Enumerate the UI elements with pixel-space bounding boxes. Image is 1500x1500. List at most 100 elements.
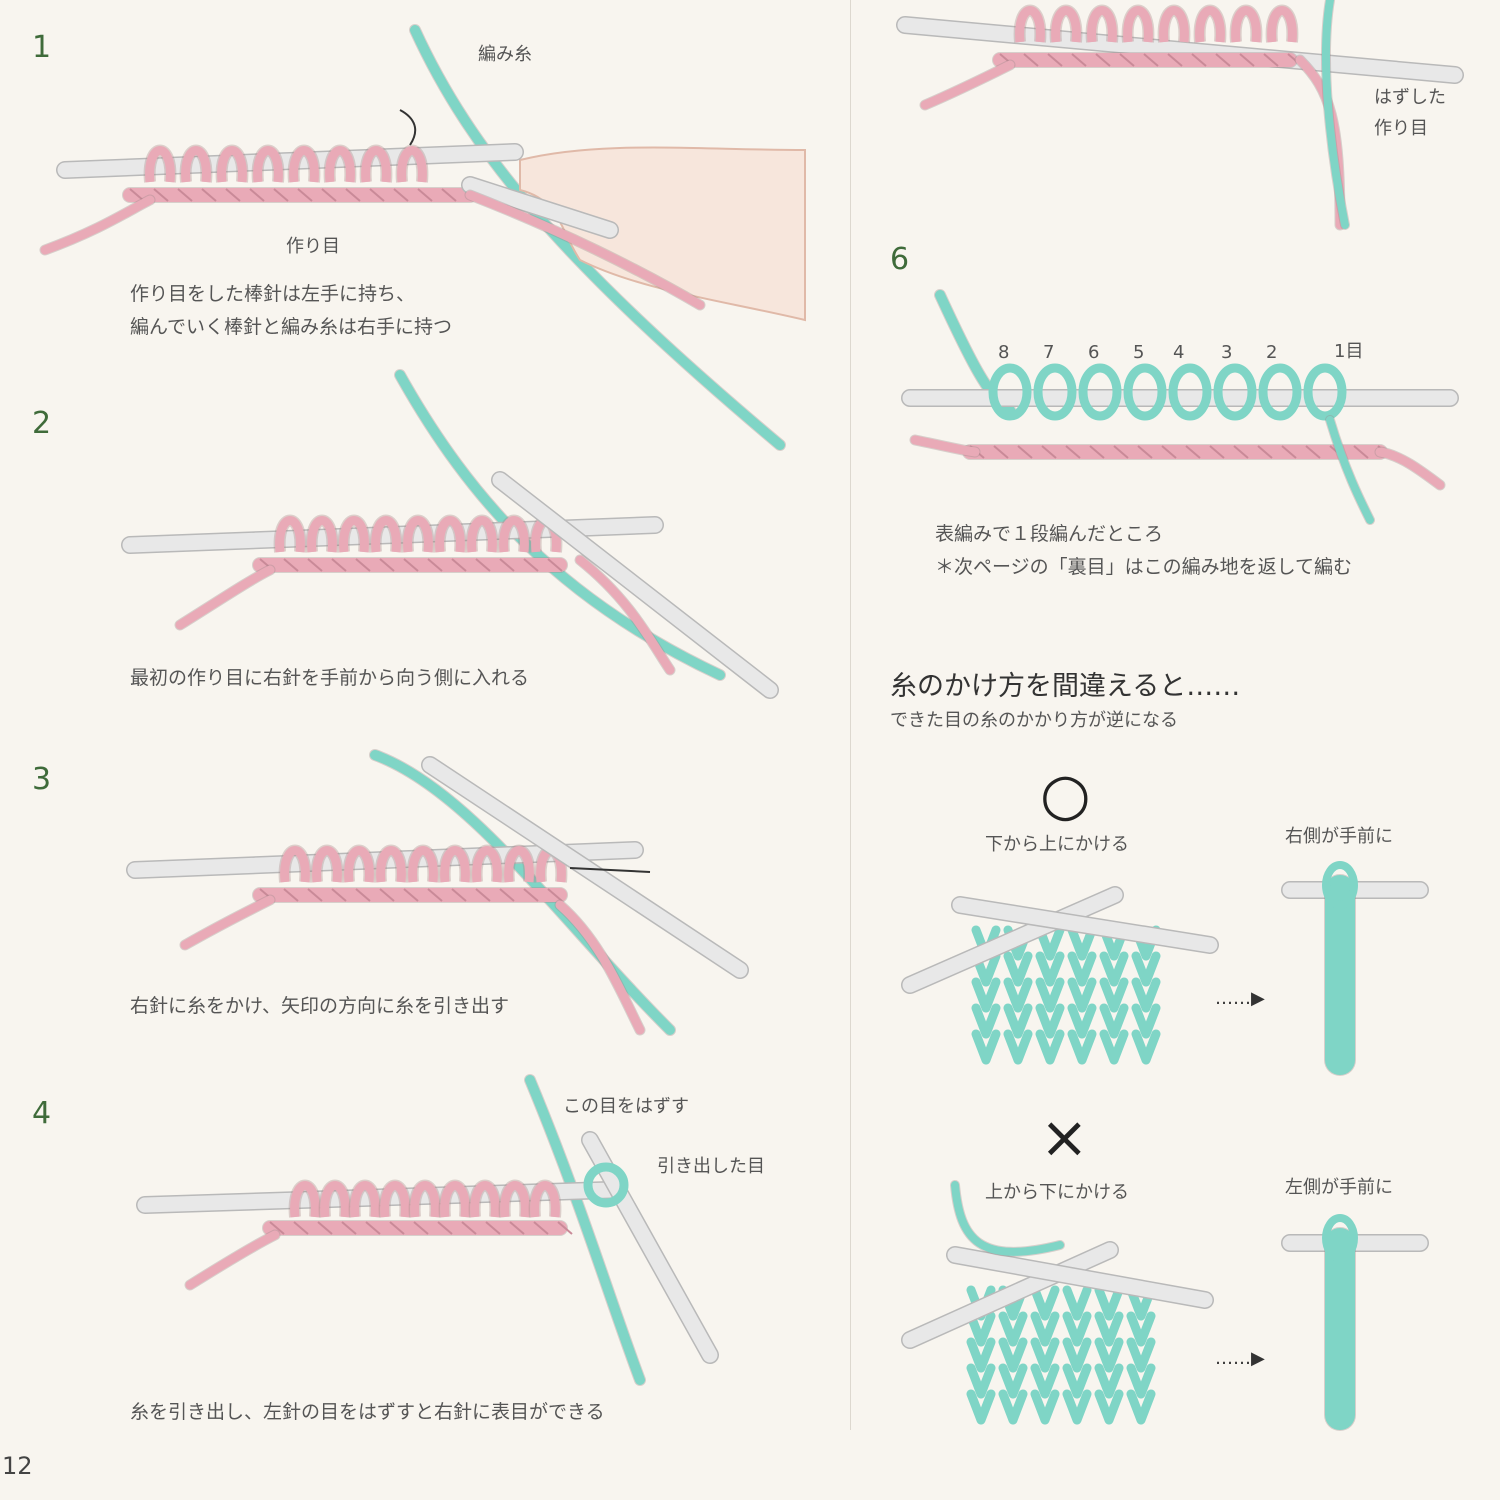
cast-on-chain-twist <box>379 558 395 572</box>
correct-swatch-stitch <box>1131 977 1161 1013</box>
label-working-yarn: 編み糸 <box>478 44 532 65</box>
correct-swatch-stitch <box>1003 977 1033 1013</box>
yarn-tail-4 <box>185 1230 280 1290</box>
cast-on-chain-twist <box>475 888 491 902</box>
cast-on-chain-twist <box>317 1221 333 1235</box>
label-drop-stitch: この目をはずす <box>563 1096 689 1117</box>
page-number: 12 <box>2 1452 33 1480</box>
correct-swatch-stitch <box>1099 977 1129 1013</box>
wrong-swatch-stitch <box>1030 1389 1060 1425</box>
cast-on-chain-twist <box>1047 53 1063 67</box>
cast-on-chain-twist <box>1191 53 1207 67</box>
correct-swatch-stitch <box>1003 1029 1033 1065</box>
correct-swatch-stitch <box>1067 977 1097 1013</box>
yarn-tail-3 <box>180 895 275 950</box>
cast-on-chain-twist <box>485 1221 501 1235</box>
right-needle-3 <box>422 757 748 978</box>
cast-on-chain-twist <box>523 888 539 902</box>
cast-on-chain-twist <box>269 1221 285 1235</box>
cast-on-chain-twist <box>451 558 467 572</box>
stitch-label-7: 7 <box>1043 342 1055 363</box>
yarn-tail-5 <box>920 60 1015 110</box>
cast-on-chain-twist <box>1137 445 1153 459</box>
cast-on-chain-twist <box>1257 445 1273 459</box>
wrong-swatch-stitch <box>1062 1311 1092 1347</box>
cast-on-loop <box>339 516 369 553</box>
cast-on-loop <box>504 846 534 883</box>
step-number-2: 2 <box>32 406 52 441</box>
wrong-result-loop <box>1322 1214 1358 1262</box>
knit-stitch <box>988 363 1032 421</box>
stitch-label-5: 5 <box>1133 342 1145 363</box>
correct-swatch-stitch <box>1067 1029 1097 1065</box>
cast-on-chain-twist <box>1233 445 1249 459</box>
cast-on-chain-twist <box>1167 53 1183 67</box>
step6-caption: 表編みで１段編んだところ ＊次ページの「裏目」はこの編み地を返して編む <box>935 518 1352 584</box>
correct-result-label: 右側が手前に <box>1285 826 1393 847</box>
mistake-section-subtitle: できた目の糸のかかり方が逆になる <box>890 710 1178 731</box>
stitch-label-4: 4 <box>1173 342 1185 363</box>
cast-on-chain-twist <box>427 558 443 572</box>
cast-on-chain-twist <box>1089 445 1105 459</box>
cast-on-loop <box>1159 6 1189 43</box>
step2-caption: 最初の作り目に右針を手前から向う側に入れる <box>130 667 530 689</box>
step-number-3: 3 <box>32 762 52 797</box>
cast-on-loop <box>290 1181 320 1218</box>
cast-on-chain-twist <box>413 1221 429 1235</box>
cast-on-chain-twist <box>993 445 1009 459</box>
wrong-swatch-stitch <box>966 1363 996 1399</box>
cast-on-chain-twist <box>1071 53 1087 67</box>
cast-on-loop <box>181 146 211 183</box>
cast-on-loop <box>344 846 374 883</box>
label-line: はずした <box>1374 87 1446 108</box>
arrow-icon <box>399 109 417 146</box>
correct-swatch-stitch <box>1035 1003 1065 1039</box>
wrong-label: 上から下にかける <box>985 1182 1129 1203</box>
cast-on-loop <box>280 846 310 883</box>
cast-on-chain-twist <box>437 1221 453 1235</box>
step1-caption: 作り目をした棒針は左手に持ち、 編んでいく棒針と編み糸は右手に持つ <box>130 278 452 344</box>
cast-on-chain-twist <box>321 188 337 202</box>
cast-on-loop <box>312 846 342 883</box>
cast-on-chain-twist <box>441 188 457 202</box>
wrong-swatch-stitch <box>1062 1363 1092 1399</box>
cast-on-chain-twist <box>1119 53 1135 67</box>
cast-on-chain-twist <box>1161 445 1177 459</box>
correct-swatch-stitch <box>1099 1029 1129 1065</box>
cast-on-chain-twist <box>369 188 385 202</box>
correct-swatch-stitch <box>1035 977 1065 1013</box>
wrong-swatch-stitch <box>1062 1389 1092 1425</box>
cast-on-chain-twist <box>177 188 193 202</box>
cast-on-chain-twist <box>499 558 515 572</box>
wrong-swatch-stitch <box>1094 1389 1124 1425</box>
left-needle-5 <box>897 17 1463 83</box>
left-needle-1 <box>57 144 523 178</box>
cast-on-loop <box>253 146 283 183</box>
cast-on-chain-twist <box>273 188 289 202</box>
cast-on-loop <box>1231 6 1261 43</box>
cast-on-loop <box>1123 6 1153 43</box>
wrong-swatch-stitch <box>1094 1311 1124 1347</box>
stitch-label-3: 3 <box>1221 342 1233 363</box>
cast-on-chain-twist <box>307 888 323 902</box>
cast-on-loop <box>1267 6 1297 43</box>
correct-swatch-stitch <box>971 1003 1001 1039</box>
pink-strand-3 <box>555 900 645 1035</box>
working-yarn-4 <box>525 1075 645 1385</box>
wrong-swatch-stitch <box>1094 1363 1124 1399</box>
cast-on-loop <box>435 516 465 553</box>
cast-on-chain-twist <box>355 888 371 902</box>
pulled-stitch <box>583 1162 629 1208</box>
correct-symbol: ○ <box>1040 760 1091 828</box>
wrong-swatch-stitch <box>1030 1337 1060 1373</box>
wrong-swatch-stitch <box>998 1337 1028 1373</box>
cast-on-chain-twist <box>129 188 145 202</box>
cast-on-chain-twist <box>283 888 299 902</box>
cast-on-loop <box>472 846 502 883</box>
knit-stitch <box>1123 363 1167 421</box>
cast-on-chain-twist <box>393 188 409 202</box>
stitch-label-8: 8 <box>998 342 1010 363</box>
caption-line: 作り目をした棒針は左手に持ち、 <box>130 283 416 305</box>
cast-on-loop <box>1087 6 1117 43</box>
cast-on-loop <box>1015 6 1045 43</box>
